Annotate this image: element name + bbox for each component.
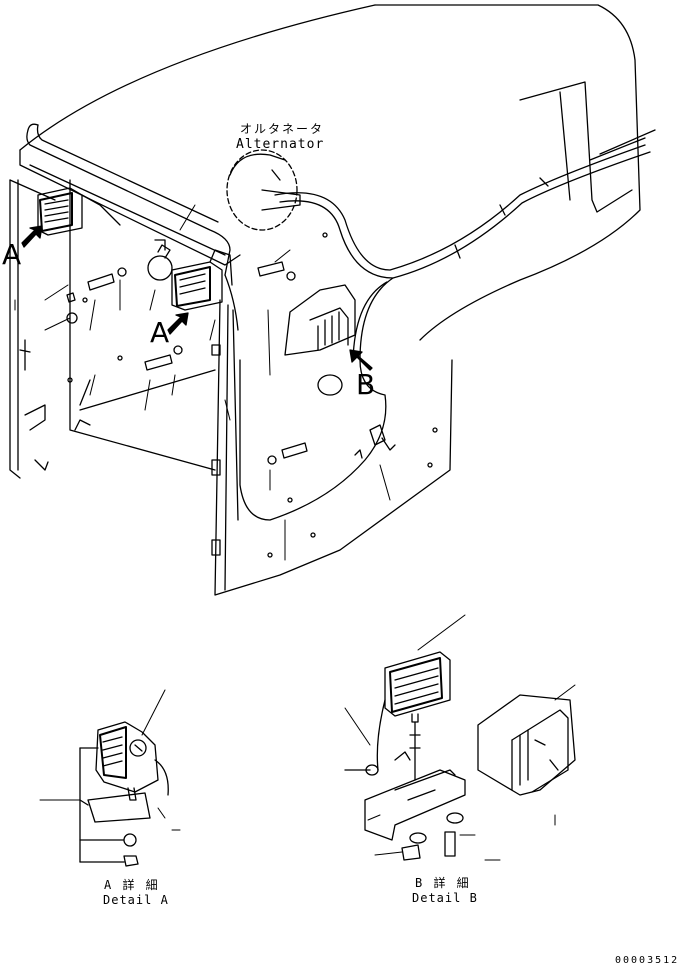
detail-b-drawing <box>344 614 576 861</box>
left-panel <box>9 179 216 479</box>
detail-b-title-jp: B 詳 細 <box>415 876 471 890</box>
drawing-number: 00003512 <box>615 955 680 966</box>
detail-a-title-en: Detail A <box>103 893 169 907</box>
alternator-label-en: Alternator <box>236 137 325 152</box>
horn <box>147 239 173 281</box>
right-panel <box>211 232 453 596</box>
detail-a-drawing <box>39 689 181 867</box>
alternator-label-jp: オルタネータ <box>240 122 325 136</box>
work-lamp-left <box>37 187 121 236</box>
work-lamp-center <box>171 249 233 311</box>
view-b-label: B <box>356 368 376 401</box>
rear-handrail <box>26 123 231 276</box>
view-a-label-left: A <box>2 238 22 271</box>
view-arrows <box>21 225 373 371</box>
fasteners <box>66 261 308 465</box>
lamp-guard <box>284 284 356 396</box>
leader-lines <box>14 204 391 561</box>
detail-a-title-jp: A 詳 細 <box>104 878 160 892</box>
wiring-harness <box>224 144 651 521</box>
detail-b-title-en: Detail B <box>412 891 478 905</box>
cab-roof <box>19 4 656 341</box>
alternator <box>226 149 301 231</box>
view-a-label-center: A <box>150 316 170 349</box>
